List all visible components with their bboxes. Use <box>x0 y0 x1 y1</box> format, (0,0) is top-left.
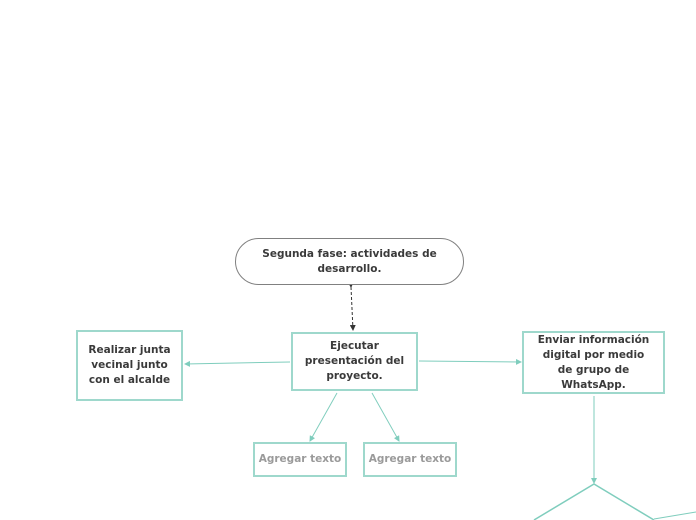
neighborhood-meeting-node[interactable]: Realizar junta vecinal junto con el alca… <box>76 330 183 401</box>
execute-presentation-node[interactable]: Ejecutar presentación del proyecto. <box>291 332 418 391</box>
phase-execute-connector <box>347 281 356 331</box>
add-text-node-2[interactable]: Agregar texto <box>363 442 457 477</box>
add-text-node-1[interactable]: Agregar texto <box>253 442 347 477</box>
phase-topic-label: Segunda fase: actividades de desarrollo. <box>262 247 437 275</box>
whatsapp-info-node[interactable]: Enviar información digital por medio de … <box>522 331 665 394</box>
execute-addtext2-connector <box>371 392 400 442</box>
execute-whatsapp-connector <box>418 358 522 365</box>
decision-diamond[interactable] <box>533 483 655 520</box>
execute-meeting-connector <box>184 360 291 367</box>
neighborhood-meeting-label: Realizar junta vecinal junto con el alca… <box>88 344 171 386</box>
phase-topic-node[interactable]: Segunda fase: actividades de desarrollo. <box>235 238 464 285</box>
execute-addtext1-connector <box>309 392 338 442</box>
add-text-label-1: Agregar texto <box>258 453 342 465</box>
diamond-exit-connector <box>653 511 696 520</box>
add-text-label-2: Agregar texto <box>368 453 452 465</box>
whatsapp-info-label: Enviar información digital por medio de … <box>537 333 650 391</box>
execute-presentation-label: Ejecutar presentación del proyecto. <box>304 340 405 382</box>
